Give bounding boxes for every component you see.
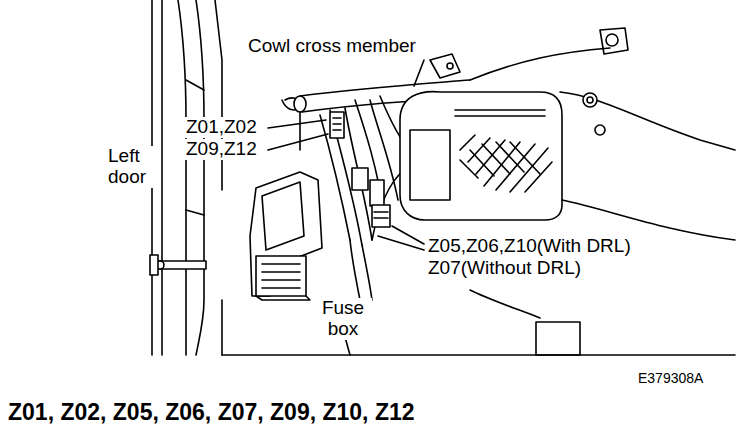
leader-line (414, 60, 424, 86)
cowl-cross-member (447, 63, 453, 69)
dash-panel (536, 322, 580, 355)
dash-panel (222, 354, 735, 356)
wiring-harness (350, 240, 360, 300)
dash-panel (595, 125, 605, 135)
part-name: Cowl cross member (246, 36, 418, 57)
door-frame (221, 300, 223, 355)
connector-symbol (352, 168, 368, 190)
door-frame (215, 0, 222, 190)
connector-symbol (374, 212, 388, 218)
part-name: Fuse box (314, 298, 372, 340)
connector-symbol (330, 112, 344, 138)
wiring-harness (355, 100, 384, 215)
leader-line (268, 120, 326, 128)
wiring-harness (345, 108, 372, 240)
dash-panel (600, 28, 628, 54)
fuse-box (256, 256, 306, 296)
connector-id: Z07(Without DRL) (426, 258, 583, 279)
figure-code: E379308A (636, 371, 705, 386)
dash-panel (222, 28, 735, 355)
dash-panel (470, 48, 610, 80)
fuse-box (262, 264, 300, 288)
mounting-bracket (262, 182, 304, 250)
wiring-harness (362, 245, 372, 300)
junction-box (400, 92, 562, 220)
leader-line (268, 60, 424, 250)
door-frame (152, 0, 222, 355)
junction-box (460, 142, 540, 178)
leader-line (378, 236, 424, 250)
dash-panel (583, 93, 597, 107)
connector-id: Z05,Z06,Z10(With DRL) (426, 236, 633, 257)
fuse-box (256, 256, 310, 300)
fuse-box (256, 296, 310, 300)
mounting-bracket (250, 172, 322, 296)
door-frame (186, 80, 204, 90)
cowl-cross-member (430, 54, 460, 78)
leader-line (268, 134, 328, 150)
connector-symbol (333, 118, 341, 130)
door-frame (196, 0, 204, 355)
junction-box (460, 135, 552, 192)
dash-panel (470, 290, 540, 318)
dash-panel (562, 200, 735, 240)
mounting-bracket (250, 98, 322, 296)
door-frame (186, 210, 204, 215)
connector-symbol (370, 180, 384, 206)
door-frame (161, 0, 163, 355)
connector-symbol (372, 205, 390, 227)
junction-box (400, 92, 562, 220)
door-frame (178, 0, 186, 355)
door-check-strap (150, 255, 206, 275)
part-name: Left door (106, 146, 156, 188)
door-check-strap (158, 261, 206, 269)
dash-panel (587, 97, 593, 103)
junction-box (410, 130, 450, 200)
connector-id: Z01,Z02 (184, 117, 259, 138)
junction-box (455, 110, 545, 116)
cowl-cross-member (294, 96, 306, 112)
dash-panel (560, 92, 735, 150)
connector-id: Z09,Z12 (184, 139, 259, 160)
door-check-strap (150, 255, 158, 275)
figure-caption: Z01, Z02, Z05, Z06, Z07, Z09, Z10, Z12 (8, 400, 415, 425)
dash-panel (606, 34, 618, 46)
